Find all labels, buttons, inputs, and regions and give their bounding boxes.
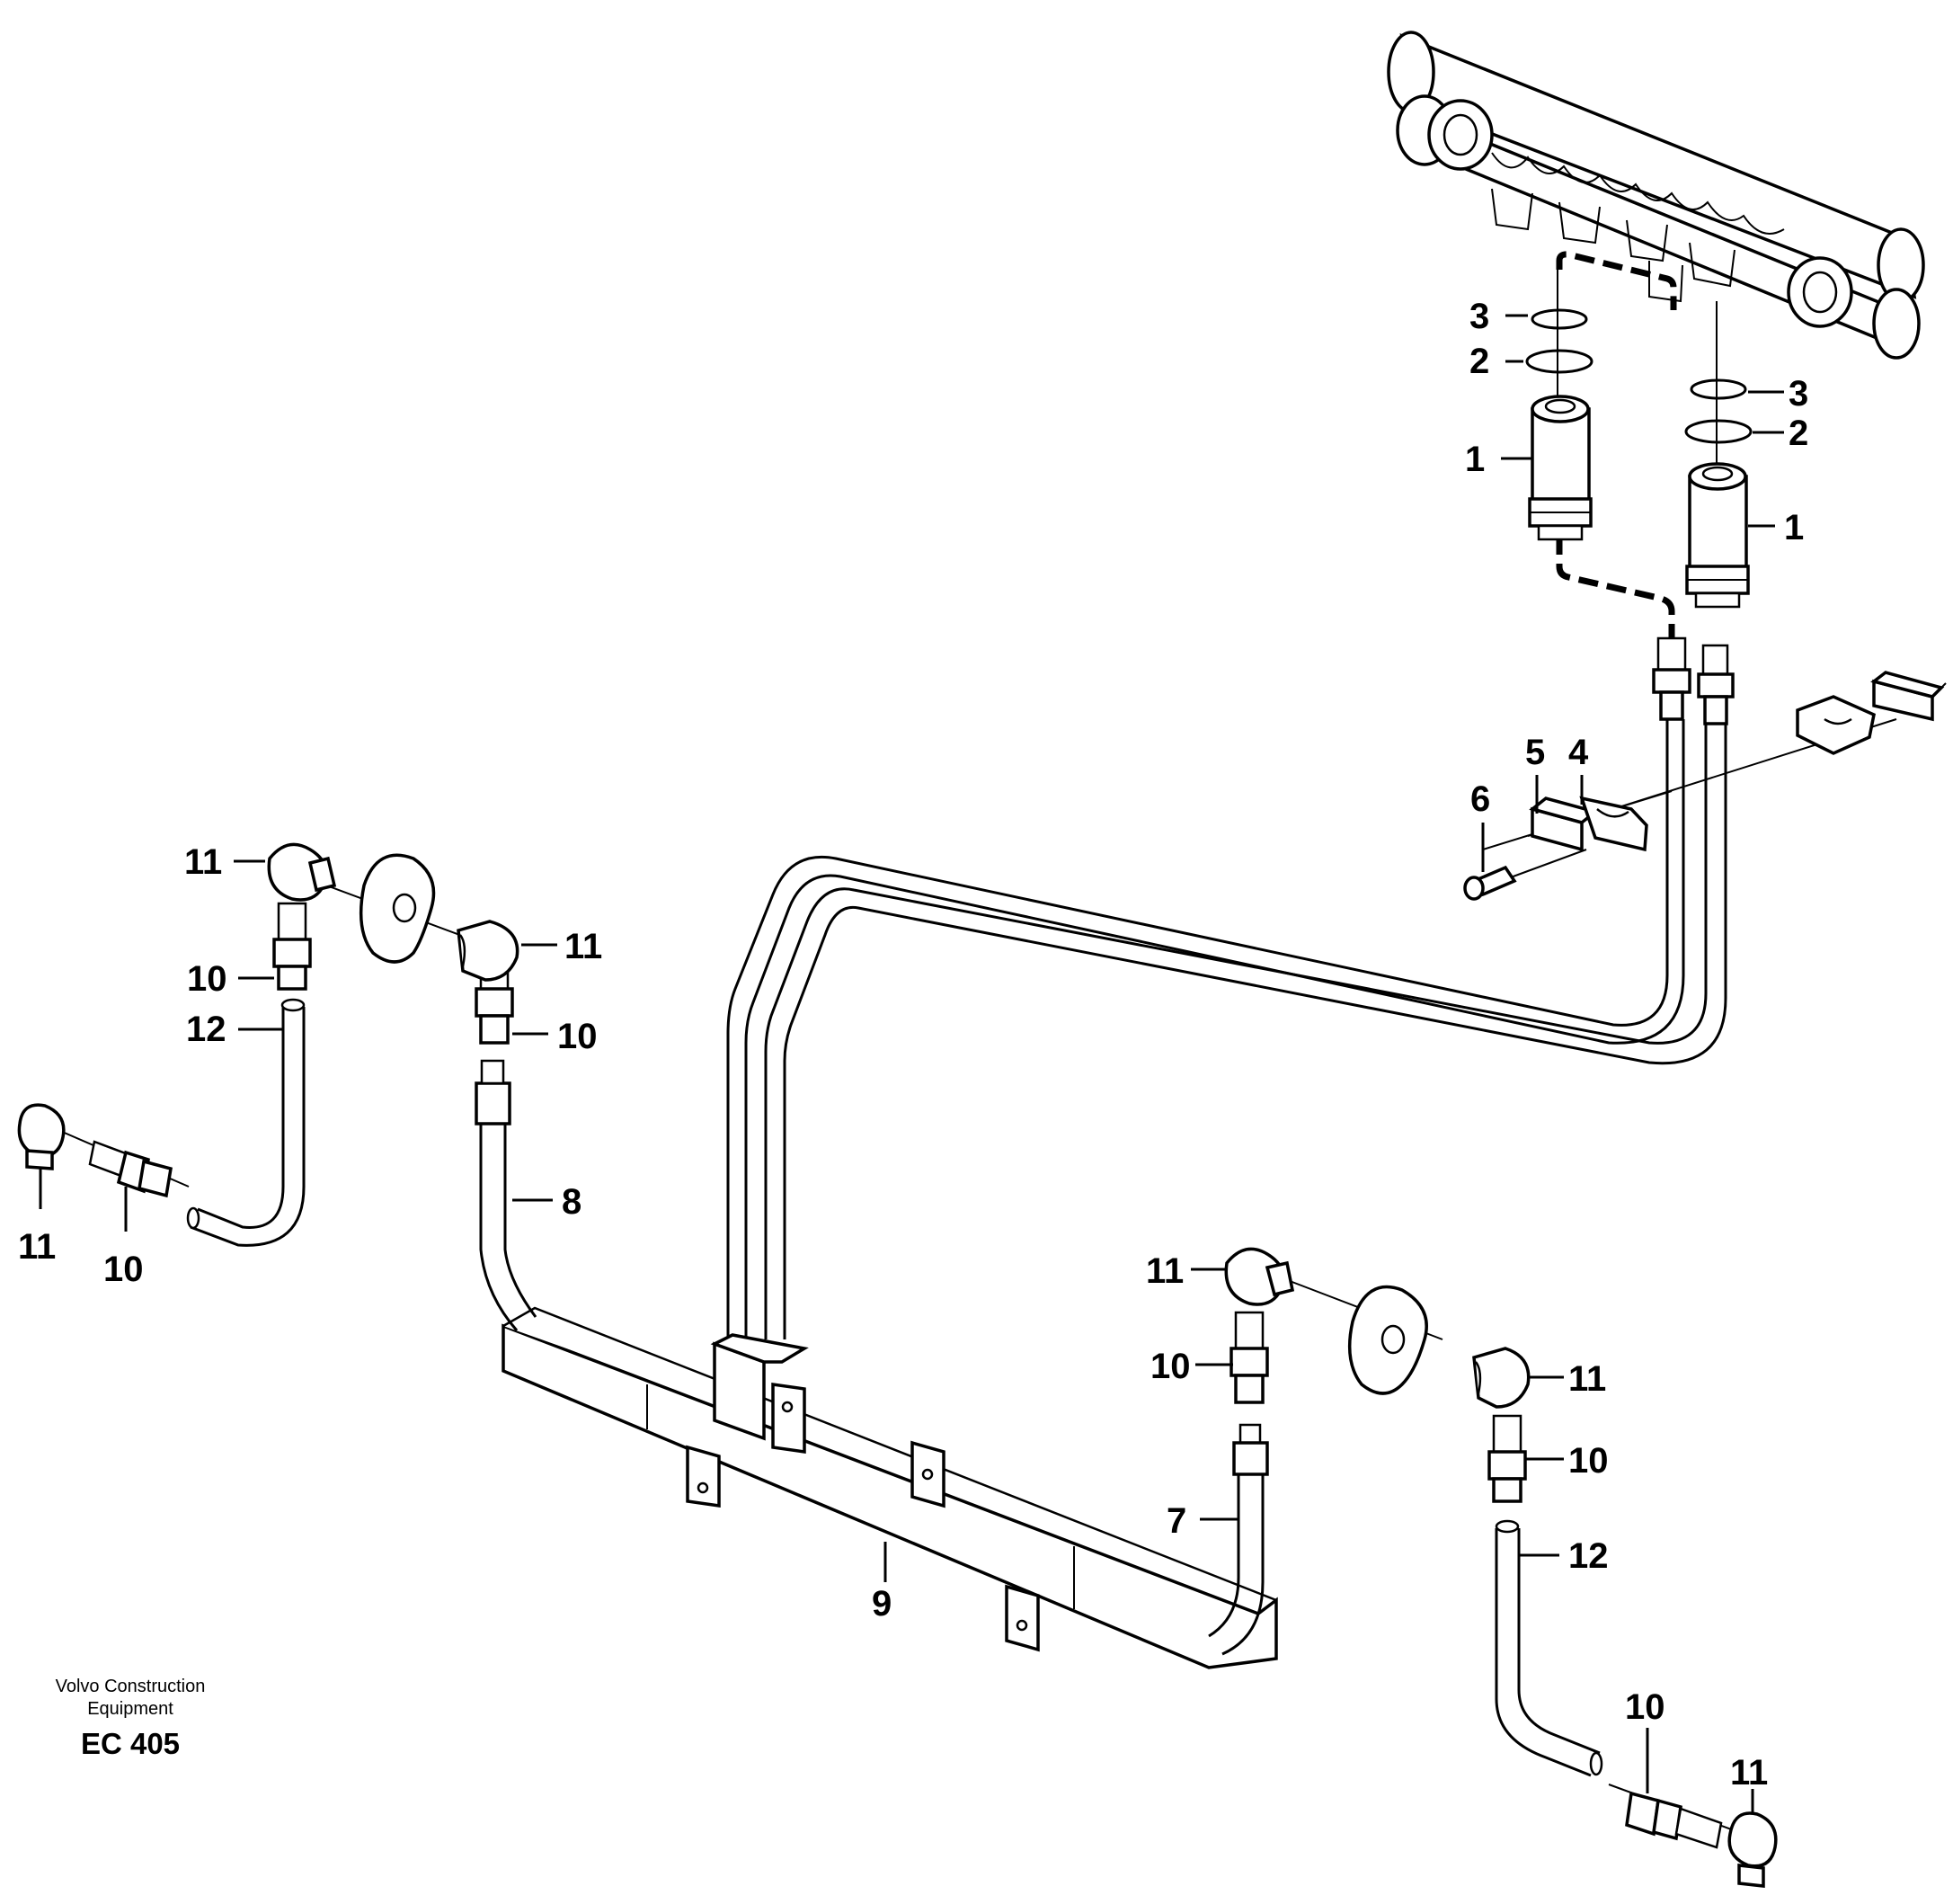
callout-4: 4	[1568, 733, 1589, 772]
dashed-connection-lower	[1556, 535, 1675, 647]
callout-12-upper-left: 12	[186, 1010, 226, 1049]
o-ring-3-right	[1690, 378, 1747, 400]
callout-10-center: 10	[1150, 1347, 1191, 1386]
fitting-10-upper-left	[272, 902, 312, 991]
callout-11-center: 11	[1146, 1251, 1184, 1291]
caption-line-1: Volvo Construction	[56, 1677, 206, 1696]
bracket-beam	[502, 1306, 1278, 1669]
callout-10-left: 10	[103, 1250, 144, 1289]
callout-11-left: 11	[18, 1227, 56, 1267]
callout-7: 7	[1167, 1501, 1186, 1541]
callout-10-upper-center: 10	[557, 1017, 598, 1056]
pipe-8	[475, 1059, 537, 1331]
hose-fitting-top-right	[1697, 644, 1735, 725]
pipe-12-upper-left	[186, 998, 306, 1247]
washer-center	[1347, 1285, 1428, 1395]
pipe-7	[1208, 1423, 1269, 1656]
hose-fitting-top-left	[1652, 636, 1691, 721]
fitting-10-left	[53, 1127, 190, 1198]
callout-6: 6	[1470, 779, 1490, 819]
callout-1-right: 1	[1784, 508, 1804, 547]
callout-3-right: 3	[1789, 374, 1808, 414]
caption-code: EC 405	[81, 1727, 180, 1760]
fitting-10-right	[1487, 1414, 1527, 1503]
callout-3-left: 3	[1469, 297, 1489, 336]
dashed-connection-left	[1556, 251, 1677, 310]
adapter-1-left	[1528, 395, 1593, 541]
clamp-parts	[1463, 671, 1947, 901]
o-ring-2-left	[1525, 349, 1593, 374]
callout-2-right: 2	[1789, 414, 1808, 453]
callout-9: 9	[872, 1584, 892, 1624]
callout-11-upper-left: 11	[184, 842, 222, 882]
caption: Volvo Construction Equipment EC 405	[56, 1677, 206, 1760]
elbow-11-left	[17, 1103, 66, 1170]
elbow-11-right	[1472, 1347, 1531, 1409]
manifold	[1387, 31, 1925, 360]
callout-10-lower-right: 10	[1625, 1687, 1665, 1727]
callout-8: 8	[562, 1182, 581, 1222]
callout-10-right: 10	[1568, 1441, 1609, 1481]
caption-line-2: Equipment	[87, 1699, 173, 1719]
fitting-10-lower-right	[1608, 1784, 1744, 1849]
adapter-1-right	[1685, 462, 1750, 609]
fitting-10-center	[1230, 1311, 1269, 1404]
callout-11-right: 11	[1568, 1359, 1606, 1399]
pipe-12-right	[1495, 1519, 1603, 1777]
callout-5: 5	[1525, 733, 1545, 772]
o-ring-3-left	[1531, 308, 1588, 330]
callout-2-left: 2	[1469, 342, 1489, 381]
elbow-11-lower-right	[1727, 1811, 1778, 1888]
callout-12-right: 12	[1568, 1536, 1609, 1576]
washer-upper-left	[359, 853, 436, 964]
o-ring-2-right	[1684, 419, 1753, 444]
callout-1-left: 1	[1465, 440, 1485, 479]
leader-lines	[39, 314, 1784, 1814]
callout-11-upper-center: 11	[564, 927, 602, 966]
main-hose-pair	[726, 719, 1727, 1339]
callout-labels: 3 2 1 3 2 1 5 4 6 11 10 12 11 10 8 11 10…	[18, 297, 1808, 1793]
elbow-11-upper-left	[267, 842, 337, 902]
callout-11-lower-right: 11	[1730, 1753, 1768, 1793]
callout-10-upper-left: 10	[187, 959, 227, 999]
